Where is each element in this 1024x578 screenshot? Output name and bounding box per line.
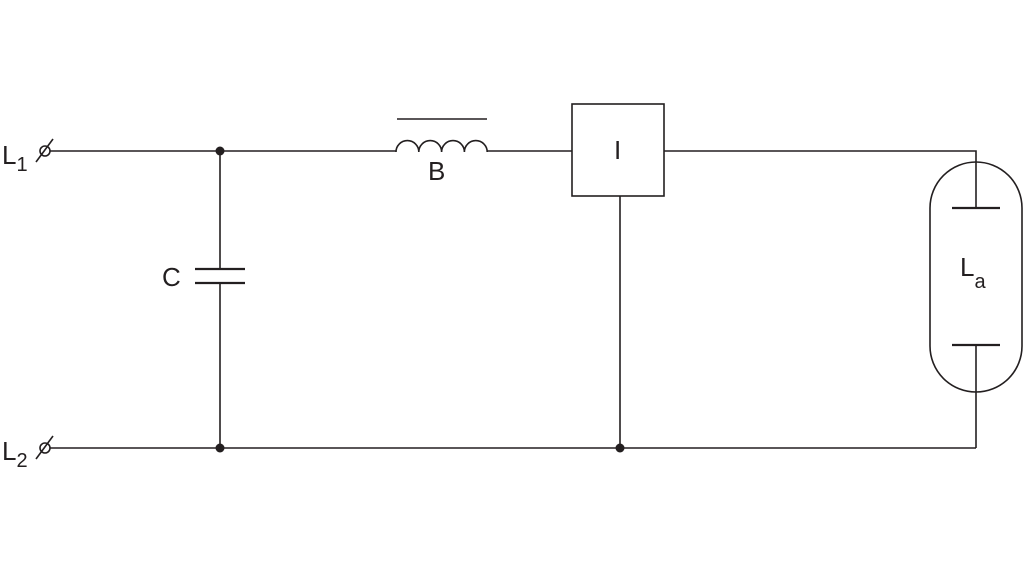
igniter: I: [571, 103, 665, 448]
terminal-l2-label: L2: [2, 436, 28, 472]
lamp: La: [929, 161, 1023, 393]
terminal-l1-slash: [35, 138, 54, 163]
lamp-label: La: [960, 252, 986, 293]
capacitor-label: C: [162, 262, 181, 292]
terminal-l2-slash: [35, 435, 54, 460]
terminal-l1: L1: [2, 138, 54, 176]
ballast: B: [395, 118, 488, 186]
top-wire-igniter-to-lamp: [664, 150, 977, 170]
igniter-box: [571, 103, 665, 197]
igniter-label: I: [614, 135, 621, 165]
ballast-coil: [395, 139, 488, 153]
terminal-l1-label: L1: [2, 140, 28, 176]
capacitor: C: [162, 151, 245, 448]
terminal-l2: L2: [2, 435, 54, 472]
ballast-label: B: [428, 156, 445, 186]
